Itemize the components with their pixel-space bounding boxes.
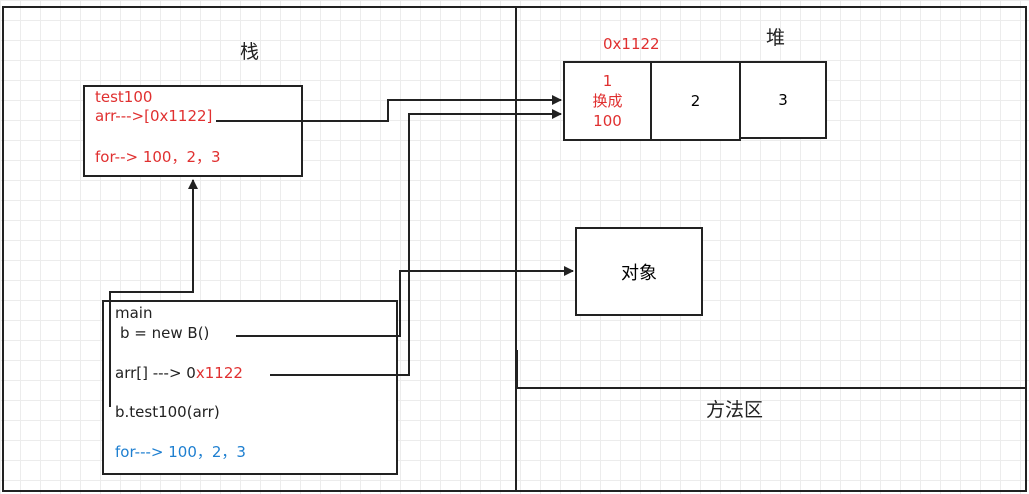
array-cell-1-value: 2 <box>690 92 701 110</box>
main-b-line: b = new B() <box>120 324 210 342</box>
heap-title: 堆 <box>766 27 786 49</box>
main-for-line: for---> 100，2，3 <box>115 443 246 461</box>
test100-frame-name: test100 <box>95 88 153 106</box>
method-area-region <box>515 387 1027 492</box>
main-frame <box>102 300 398 475</box>
arrow-main-b-to-object <box>236 266 574 337</box>
test100-arr-ref: arr--->[0x1122] <box>95 107 213 125</box>
main-arr-prefix: arr[] ---> 0 <box>115 364 196 382</box>
heap-object-box: 对象 <box>575 227 703 316</box>
array-cell-0-line-2: 换成 <box>592 92 623 110</box>
main-call-line: b.test100(arr) <box>115 403 220 421</box>
array-cell-2-value: 3 <box>778 91 788 109</box>
test100-for-line: for--> 100，2，3 <box>95 148 221 166</box>
stack-title: 栈 <box>240 41 260 63</box>
array-cell-0: 1 换成 100 <box>563 61 652 141</box>
array-cell-2: 3 <box>739 61 827 139</box>
test100-frame <box>83 85 303 177</box>
main-arr-line: arr[] ---> 0x1122 <box>115 363 243 383</box>
array-address-label: 0x1122 <box>603 35 660 53</box>
array-cell-0-line-3: 100 <box>593 112 622 130</box>
heap-object-label: 对象 <box>621 262 657 284</box>
arrow-test100-to-array <box>216 95 562 122</box>
array-cell-0-line-1: 1 <box>602 72 613 90</box>
array-cell-1: 2 <box>650 61 741 141</box>
arrow-call-to-test100 <box>109 179 198 407</box>
main-frame-name: main <box>115 304 153 322</box>
arrow-main-arr-to-array <box>270 109 562 376</box>
main-arr-address: x1122 <box>195 364 243 382</box>
method-area-title: 方法区 <box>706 399 764 421</box>
